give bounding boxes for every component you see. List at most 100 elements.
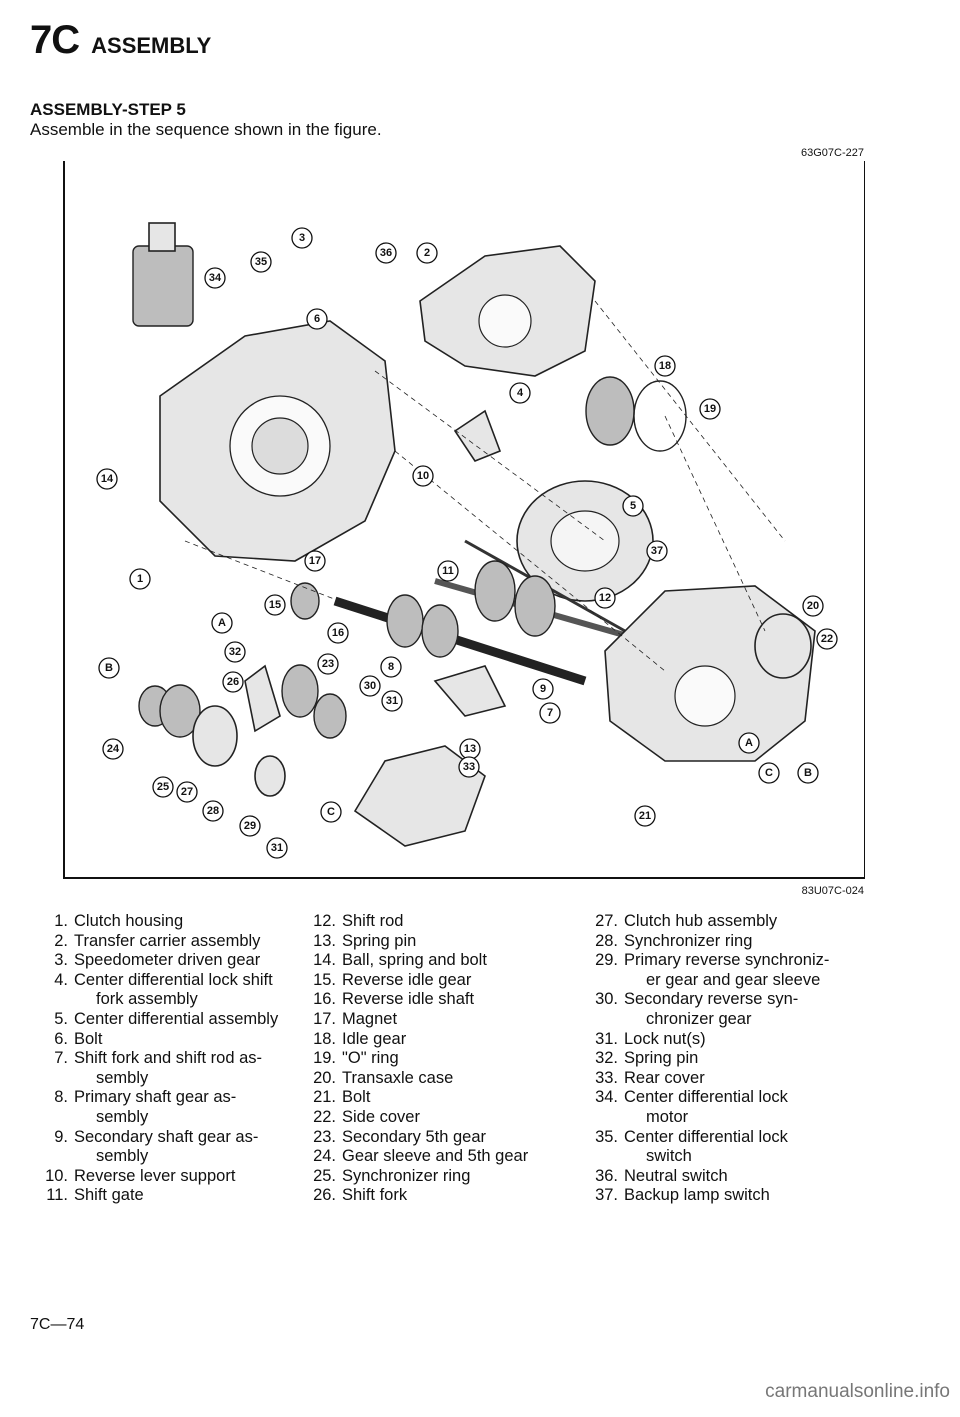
legend-item-text: Neutral switch <box>624 1166 728 1185</box>
legend-item-number: 35. <box>595 1127 618 1146</box>
callout-label: 30 <box>364 680 376 692</box>
callout-label: 17 <box>309 555 321 567</box>
callout-label: 16 <box>332 627 344 639</box>
callout-circle <box>622 495 644 517</box>
callout-circle <box>375 242 397 264</box>
callout-label: 23 <box>322 658 334 670</box>
legend-item-number: 27. <box>595 912 618 930</box>
legend-item: 14.Ball, spring and bolt <box>308 951 598 971</box>
callout-1: 1 <box>129 568 151 590</box>
callout-circle <box>152 776 174 798</box>
legend-item-text: Lock nut(s) <box>624 1029 706 1048</box>
legend-item-text: switch <box>646 1147 692 1166</box>
legend-item-text: Transfer carrier assembly <box>74 931 261 950</box>
watermark: carmanualsonline.info <box>765 1381 950 1402</box>
callout-32: 32 <box>224 641 246 663</box>
callout-label: 36 <box>380 247 392 259</box>
callout-label: 31 <box>386 695 398 707</box>
callout-circle <box>224 641 246 663</box>
callout-label: 35 <box>255 256 267 268</box>
callout-31: 31 <box>266 837 288 859</box>
synchronizer-ring-drawing <box>159 684 201 738</box>
legend-item: motor <box>590 1108 890 1128</box>
callout-circle <box>176 781 198 803</box>
legend-item-number: 4. <box>54 970 68 989</box>
legend-item-text: Clutch housing <box>74 912 184 930</box>
legend-item-text: sembly <box>96 1107 149 1126</box>
callout-6: 6 <box>306 308 328 330</box>
callout-17: 17 <box>304 550 326 572</box>
callout-15: 15 <box>264 594 286 616</box>
legend-item-text: Transaxle case <box>342 1068 454 1087</box>
legend-item-text: chronizer gear <box>646 1009 752 1028</box>
clutch-housing-inner-bore <box>251 417 309 475</box>
callout-10: 10 <box>412 465 434 487</box>
callout-label: 37 <box>651 545 663 557</box>
idle-gear-drawing <box>585 376 635 446</box>
legend-item-number: 11. <box>46 1186 68 1205</box>
legend-item-text: Spring pin <box>342 931 417 950</box>
callout-circle <box>380 656 402 678</box>
callout-label: 19 <box>704 403 716 415</box>
callout-label: 13 <box>464 743 476 755</box>
legend-item-number: 32. <box>595 1049 618 1068</box>
legend-item: 4. Center differential lock shift <box>40 971 330 991</box>
callout-label: 11 <box>442 565 454 577</box>
legend-item-text: Secondary 5th gear <box>342 1127 487 1146</box>
legend-item: 33.Rear cover <box>590 1069 890 1089</box>
callout-label: 5 <box>630 500 636 512</box>
legend-item: sembly <box>40 1108 330 1128</box>
callout-label: 7 <box>547 707 553 719</box>
shaft-gear-3 <box>474 560 516 622</box>
legend-item-number: 12. <box>313 912 336 930</box>
o-ring-drawing <box>633 380 687 452</box>
callout-label: 20 <box>807 600 819 612</box>
legend-item: 30.Secondary reverse syn- <box>590 990 890 1010</box>
callout-circle <box>211 612 233 634</box>
callout-label: 29 <box>244 820 256 832</box>
legend-item: 10.Reverse lever support <box>40 1167 330 1187</box>
legend-item: 27.Clutch hub assembly <box>590 912 890 932</box>
callout-B: B <box>98 657 120 679</box>
sync-ring-28-drawing <box>254 755 286 797</box>
callout-label: 14 <box>101 473 114 485</box>
callout-circle <box>654 355 676 377</box>
legend-item: 9.Secondary shaft gear as- <box>40 1128 330 1148</box>
legend-item-text: sembly <box>96 1068 149 1087</box>
callout-label: B <box>105 662 113 674</box>
figure-code-bottom: 83U07C-024 <box>801 885 864 897</box>
legend-item-number: 18. <box>313 1029 336 1048</box>
callout-7: 7 <box>539 702 561 724</box>
legend-item-number: 22. <box>313 1107 336 1126</box>
callout-circle <box>222 671 244 693</box>
callout-36: 36 <box>375 242 397 264</box>
legend-item-text: Synchronizer ring <box>624 931 753 950</box>
callout-circle <box>797 762 819 784</box>
legend-item-number: 6. <box>54 1029 68 1048</box>
legend-item: 13.Spring pin <box>308 932 598 952</box>
callout-label: B <box>804 767 812 779</box>
callout-circle <box>291 227 313 249</box>
section-header: 7C ASSEMBLY <box>30 18 211 63</box>
step-title: ASSEMBLY-STEP 5 <box>30 100 186 119</box>
figure-code-top: 63G07C-227 <box>801 147 864 159</box>
callout-A: A <box>738 732 760 754</box>
callout-3: 3 <box>291 227 313 249</box>
legend-item-text: fork assembly <box>96 990 198 1009</box>
legend-item: 1.Clutch housing <box>40 912 330 932</box>
callout-label: A <box>218 617 226 629</box>
callout-circle <box>98 657 120 679</box>
legend-item-text: Center differential lock shift <box>74 970 273 989</box>
transfer-carrier-flange <box>478 294 532 348</box>
legend-item: 6.Bolt <box>40 1030 330 1050</box>
callout-circle <box>738 732 760 754</box>
assembly-line-1 <box>374 370 606 542</box>
legend-item-text: Synchronizer ring <box>342 1166 471 1185</box>
callout-9: 9 <box>532 678 554 700</box>
callout-label: 34 <box>209 272 222 284</box>
legend-item-number: 16. <box>313 990 336 1009</box>
legend-item: 36.Neutral switch <box>590 1167 890 1187</box>
legend-item: 29.Primary reverse synchroniz- <box>590 951 890 971</box>
